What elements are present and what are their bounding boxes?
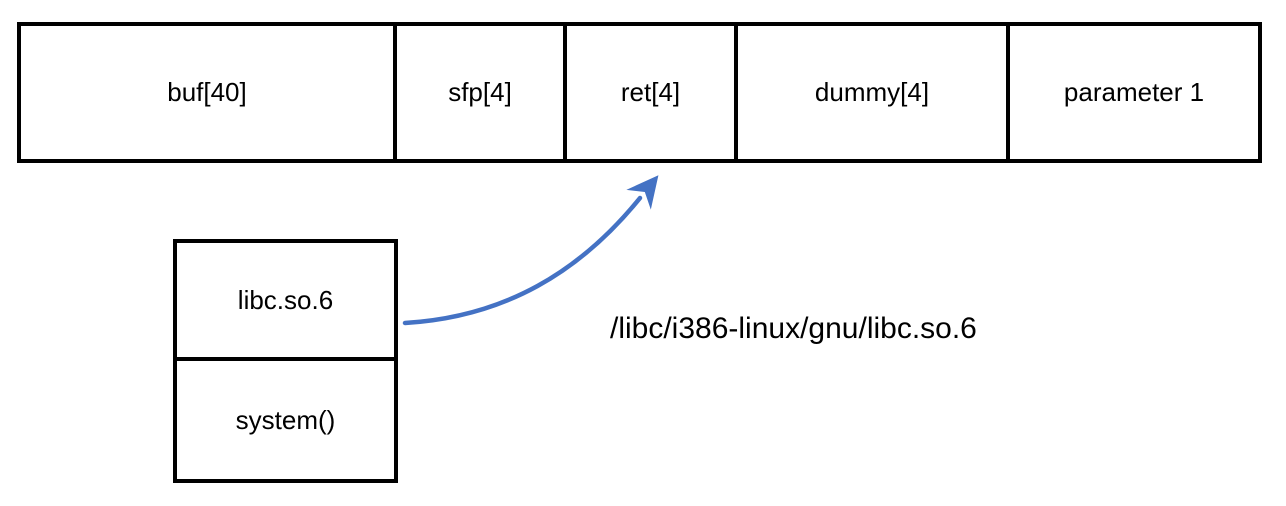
stack-cell-ret-label: ret[4]	[620, 77, 681, 107]
stack-memory-row: buf[40] sfp[4] ret[4] dummy[4] parameter…	[17, 22, 1262, 163]
libc-box: libc.so.6 system()	[173, 239, 398, 483]
stack-cell-sfp: sfp[4]	[397, 26, 567, 159]
libc-label: libc.so.6	[237, 284, 334, 315]
libc-box-cell-system: system()	[177, 361, 394, 479]
stack-cell-dummy-label: dummy[4]	[814, 77, 930, 107]
system-label: system()	[235, 404, 336, 435]
stack-cell-buf-label: buf[40]	[167, 77, 247, 107]
libc-path-label: /libc/i386-linux/gnu/libc.so.6	[610, 312, 977, 345]
stack-cell-buf: buf[40]	[21, 26, 397, 159]
stack-cell-parameter1: parameter 1	[1010, 26, 1258, 159]
stack-cell-sfp-label: sfp[4]	[448, 77, 512, 107]
libc-box-cell-libc: libc.so.6	[177, 243, 394, 361]
stack-cell-parameter1-label: parameter 1	[1063, 77, 1205, 107]
stack-cell-dummy: dummy[4]	[738, 26, 1010, 159]
arrow-curve	[402, 175, 659, 326]
stack-cell-ret: ret[4]	[567, 26, 738, 159]
